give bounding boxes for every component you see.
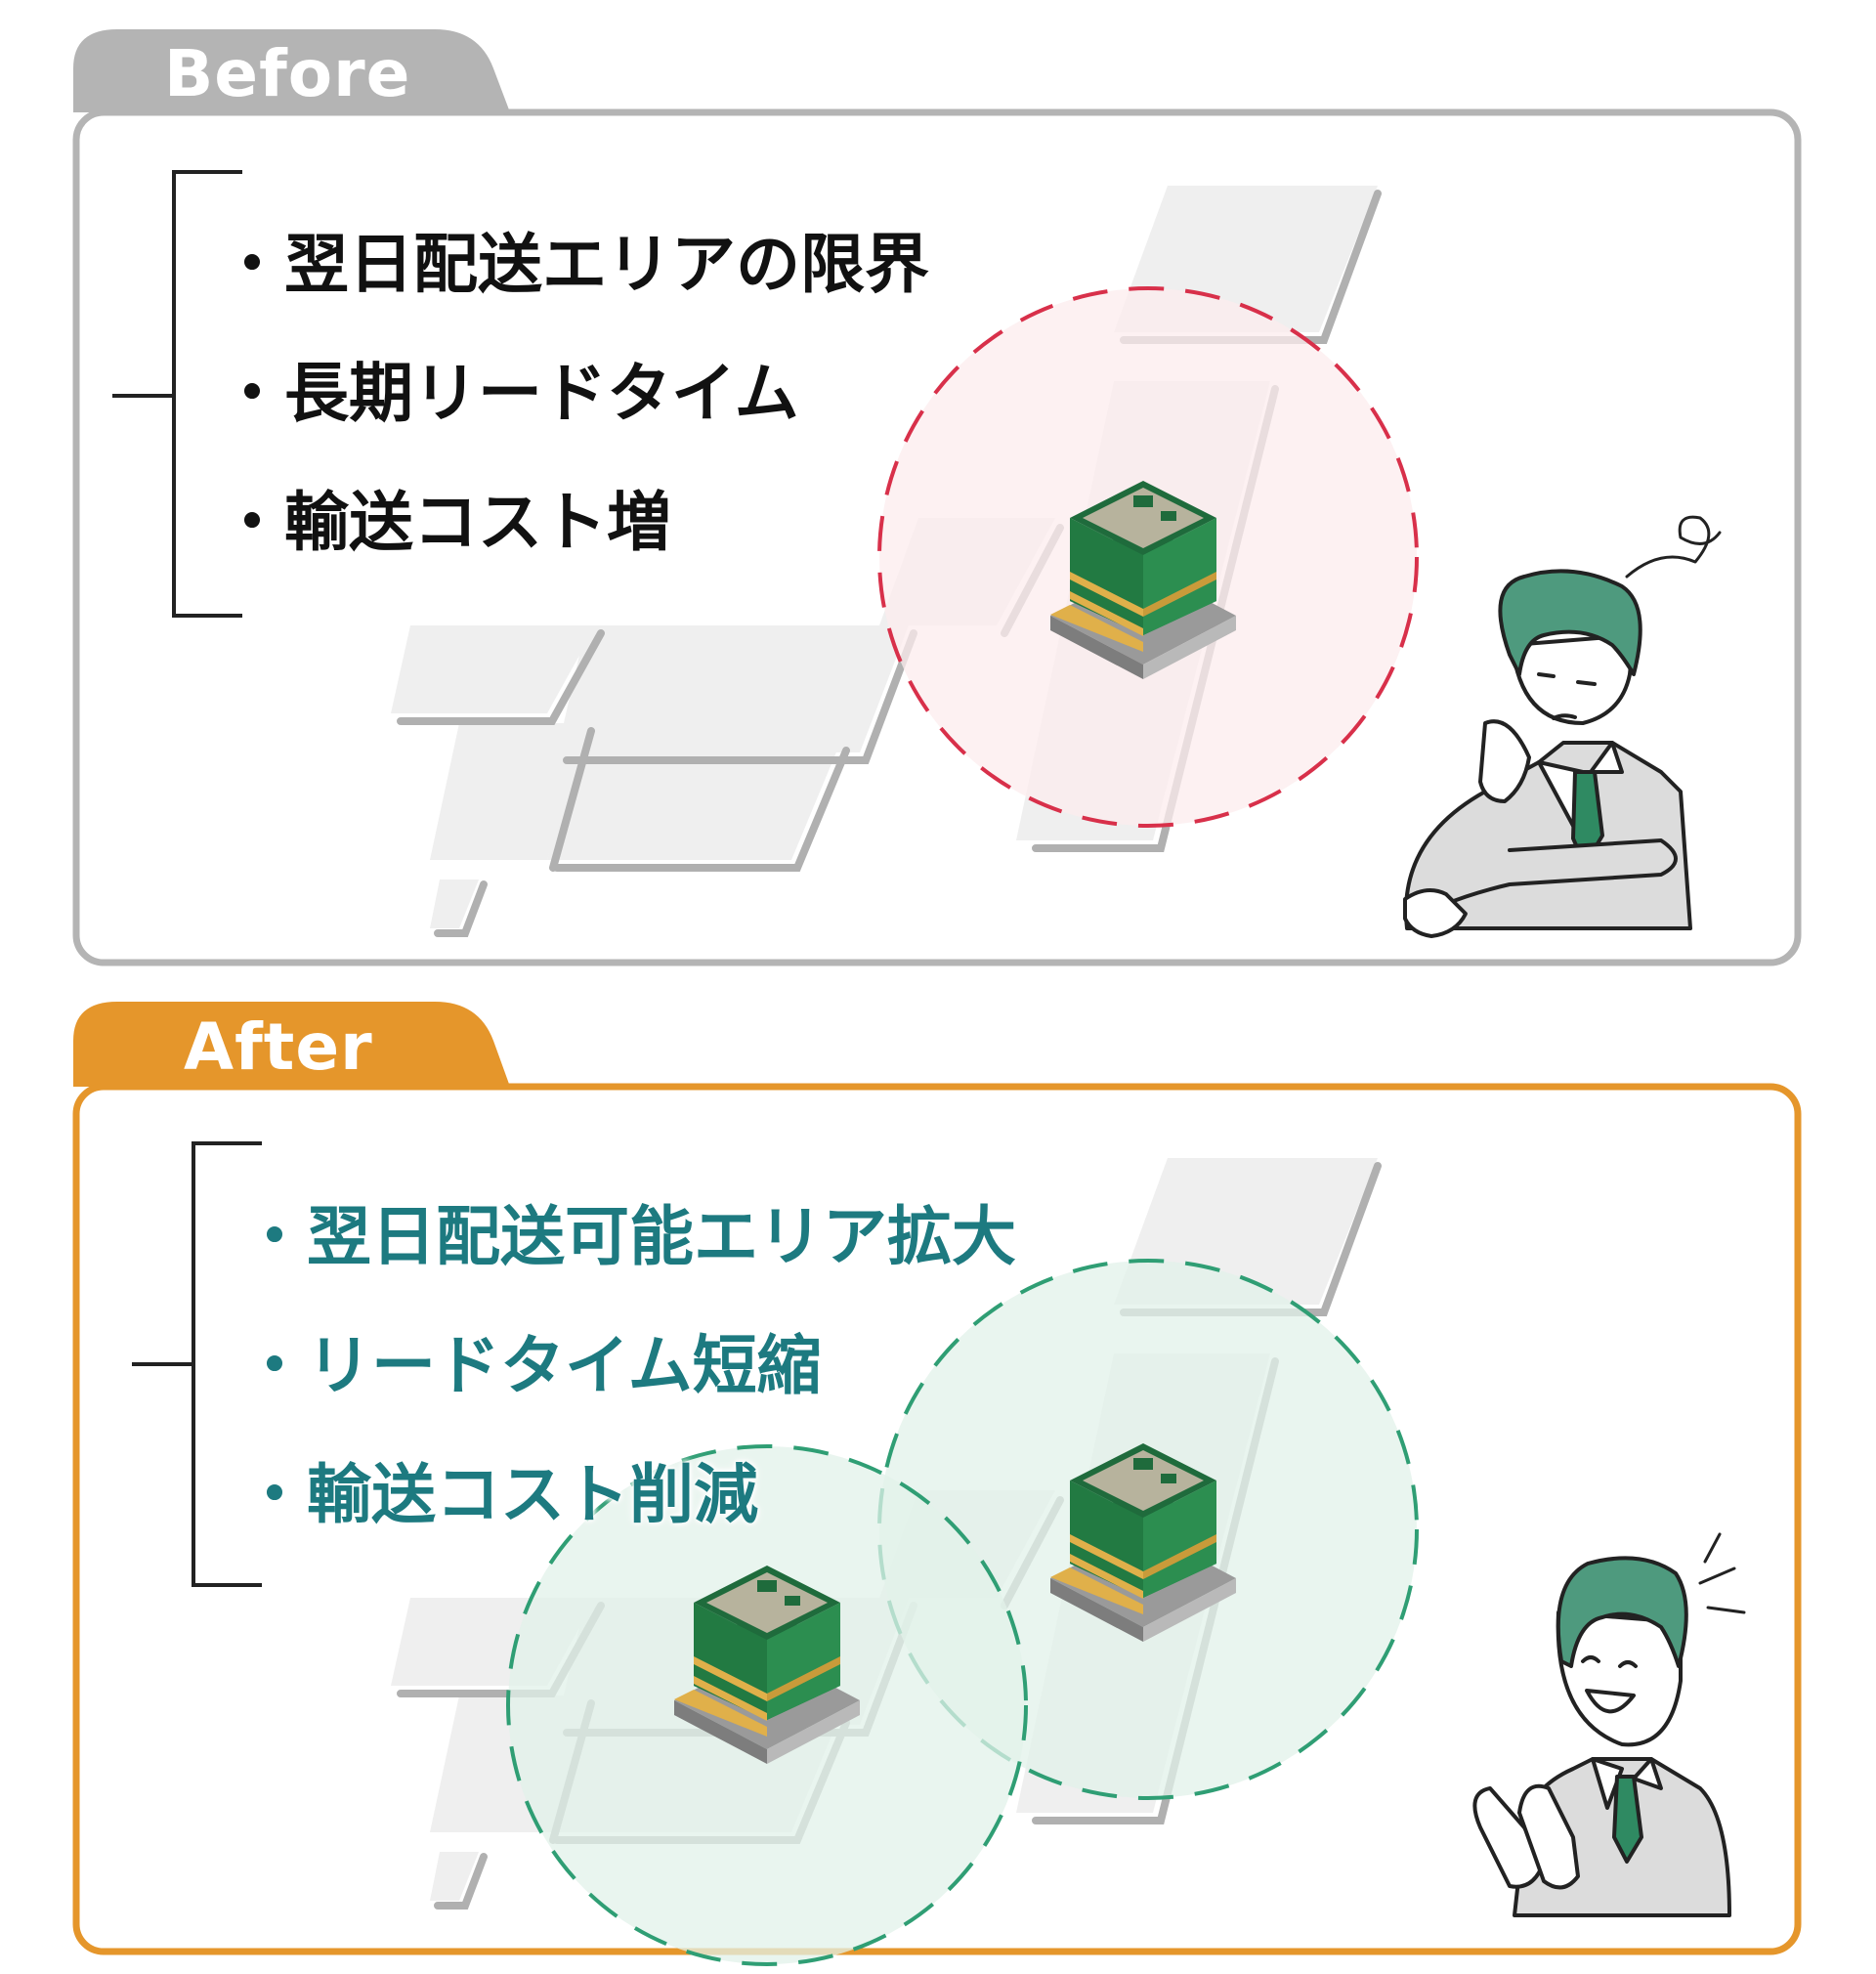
before-panel-graphic — [72, 29, 1802, 966]
after-bullet-list: ・翌日配送可能エリア拡大 ・リードタイム短縮 ・輸送コスト削減 — [242, 1173, 1016, 1560]
after-panel-graphic — [72, 1002, 1802, 1966]
before-section: Before ・翌日配送エリアの限界 ・長期リードタイム ・輸送コスト増 — [0, 0, 1876, 977]
before-bullet-3: ・輸送コスト増 — [220, 485, 671, 560]
after-section: After ・翌日配送可能エリア拡大 ・リードタイム短縮 ・輸送コスト削減 — [0, 977, 1876, 1974]
happy-clapping-businessman-icon — [1472, 1532, 1746, 1917]
before-tab-label: Before — [164, 36, 411, 111]
before-bullet-2: ・長期リードタイム — [220, 356, 799, 431]
after-bullet-2: ・リードタイム短縮 — [242, 1328, 822, 1403]
before-bullet-1: ・翌日配送エリアの限界 — [220, 227, 929, 302]
after-tab — [73, 1002, 510, 1087]
before-bullet-list: ・翌日配送エリアの限界 ・長期リードタイム ・輸送コスト増 — [220, 200, 929, 587]
before-tab — [73, 29, 510, 112]
bracket — [132, 1141, 262, 1587]
worried-businessman-icon — [1403, 515, 1722, 938]
after-bullet-1: ・翌日配送可能エリア拡大 — [242, 1199, 1016, 1274]
after-tab-label: After — [184, 1009, 373, 1085]
bracket — [112, 170, 242, 618]
after-bullet-3: ・輸送コスト削減 — [242, 1457, 758, 1532]
